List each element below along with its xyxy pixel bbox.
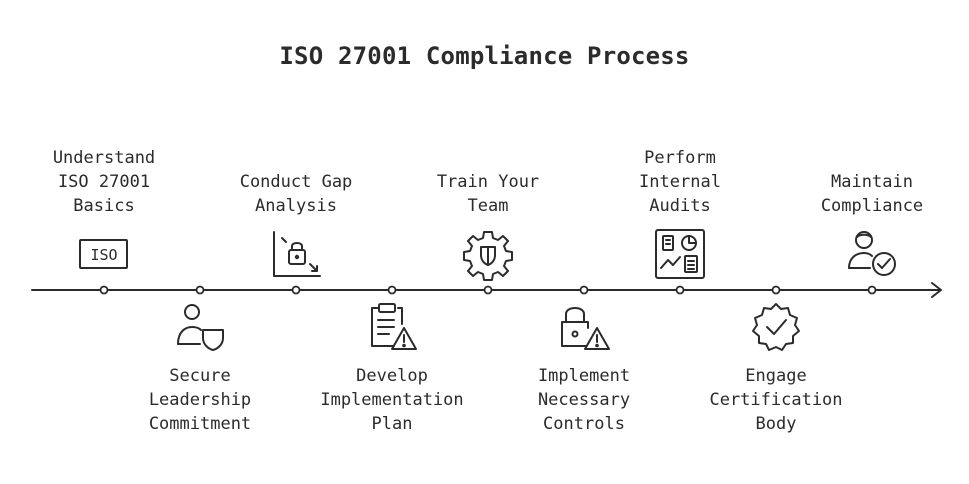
- clipboard-warning-icon: [371, 303, 417, 350]
- timeline-dot: [195, 285, 205, 295]
- person-shield-icon: [177, 304, 224, 351]
- gap-analysis-lock-icon: [273, 231, 321, 277]
- certification-badge-icon: [752, 303, 800, 351]
- iso-badge-text: ISO: [90, 246, 117, 264]
- step-label-conduct-gap-analysis: Conduct Gap Analysis: [239, 172, 353, 216]
- timeline-dot: [579, 285, 589, 295]
- step-label-maintain-compliance: Maintain Compliance: [820, 172, 924, 216]
- step-label-secure-leadership-commitment: Secure Leadership Commitment: [148, 366, 252, 434]
- timeline-arrowhead: [931, 282, 942, 298]
- timeline-dot: [867, 285, 877, 295]
- dashboard-audit-icon: [655, 229, 705, 279]
- gear-shield-icon: [463, 231, 513, 281]
- timeline-dot: [675, 285, 685, 295]
- step-label-understand-iso-27001-basics: Understand ISO 27001 Basics: [52, 148, 156, 216]
- timeline-dot: [99, 285, 109, 295]
- diagram-title: ISO 27001 Compliance Process: [279, 42, 690, 70]
- lock-warning-icon: [561, 307, 610, 350]
- timeline-dot: [771, 285, 781, 295]
- timeline-dot: [291, 285, 301, 295]
- step-label-engage-certification-body: Engage Certification Body: [709, 366, 843, 434]
- step-label-implement-necessary-controls: Implement Necessary Controls: [537, 366, 631, 434]
- person-check-icon: [848, 231, 896, 276]
- timeline-dot: [483, 285, 493, 295]
- timeline-line: [31, 288, 941, 292]
- timeline-dot: [387, 285, 397, 295]
- iso-badge-icon: ISO: [79, 239, 128, 269]
- step-label-perform-internal-audits: Perform Internal Audits: [639, 148, 721, 216]
- step-label-develop-implementation-plan: Develop Implementation Plan: [320, 366, 464, 434]
- step-label-train-your-team: Train Your Team: [436, 172, 540, 216]
